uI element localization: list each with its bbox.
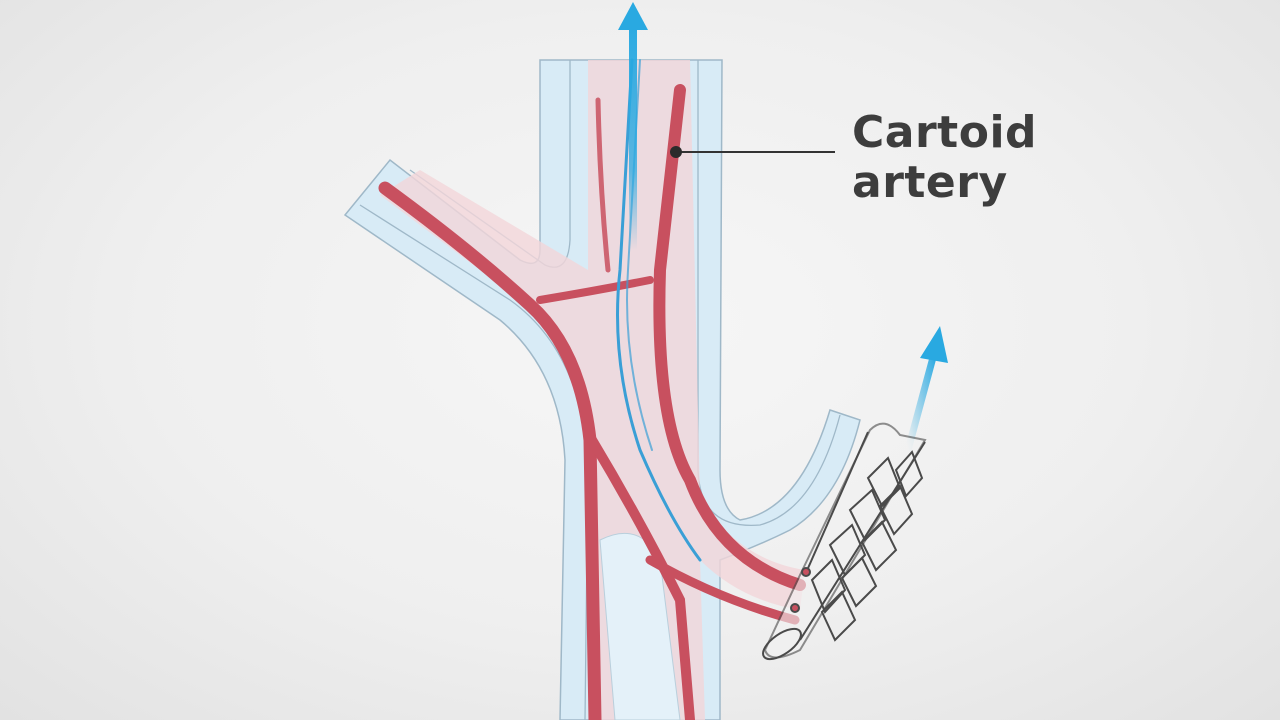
arrow-up-icon	[618, 2, 648, 250]
carotid-artery	[378, 84, 806, 720]
stent-mesh-icon	[762, 422, 927, 661]
artery-cross-link	[536, 276, 654, 304]
artery-left-branch	[378, 181, 602, 720]
artery-pale-layer	[380, 60, 805, 720]
artery-lower-fork	[587, 435, 695, 720]
artery-thin-branch	[595, 97, 611, 273]
label-line-1: Cartoid	[852, 107, 1038, 158]
label-line-2: artery	[852, 157, 1008, 208]
artery-lower-branch	[645, 555, 800, 625]
arrow-up-icon	[904, 326, 948, 454]
catheter-lines	[616, 58, 702, 562]
carotid-artery-label: Cartoid artery	[852, 108, 1037, 208]
callout-leader	[670, 146, 835, 158]
artery-main-trunk	[653, 84, 806, 591]
